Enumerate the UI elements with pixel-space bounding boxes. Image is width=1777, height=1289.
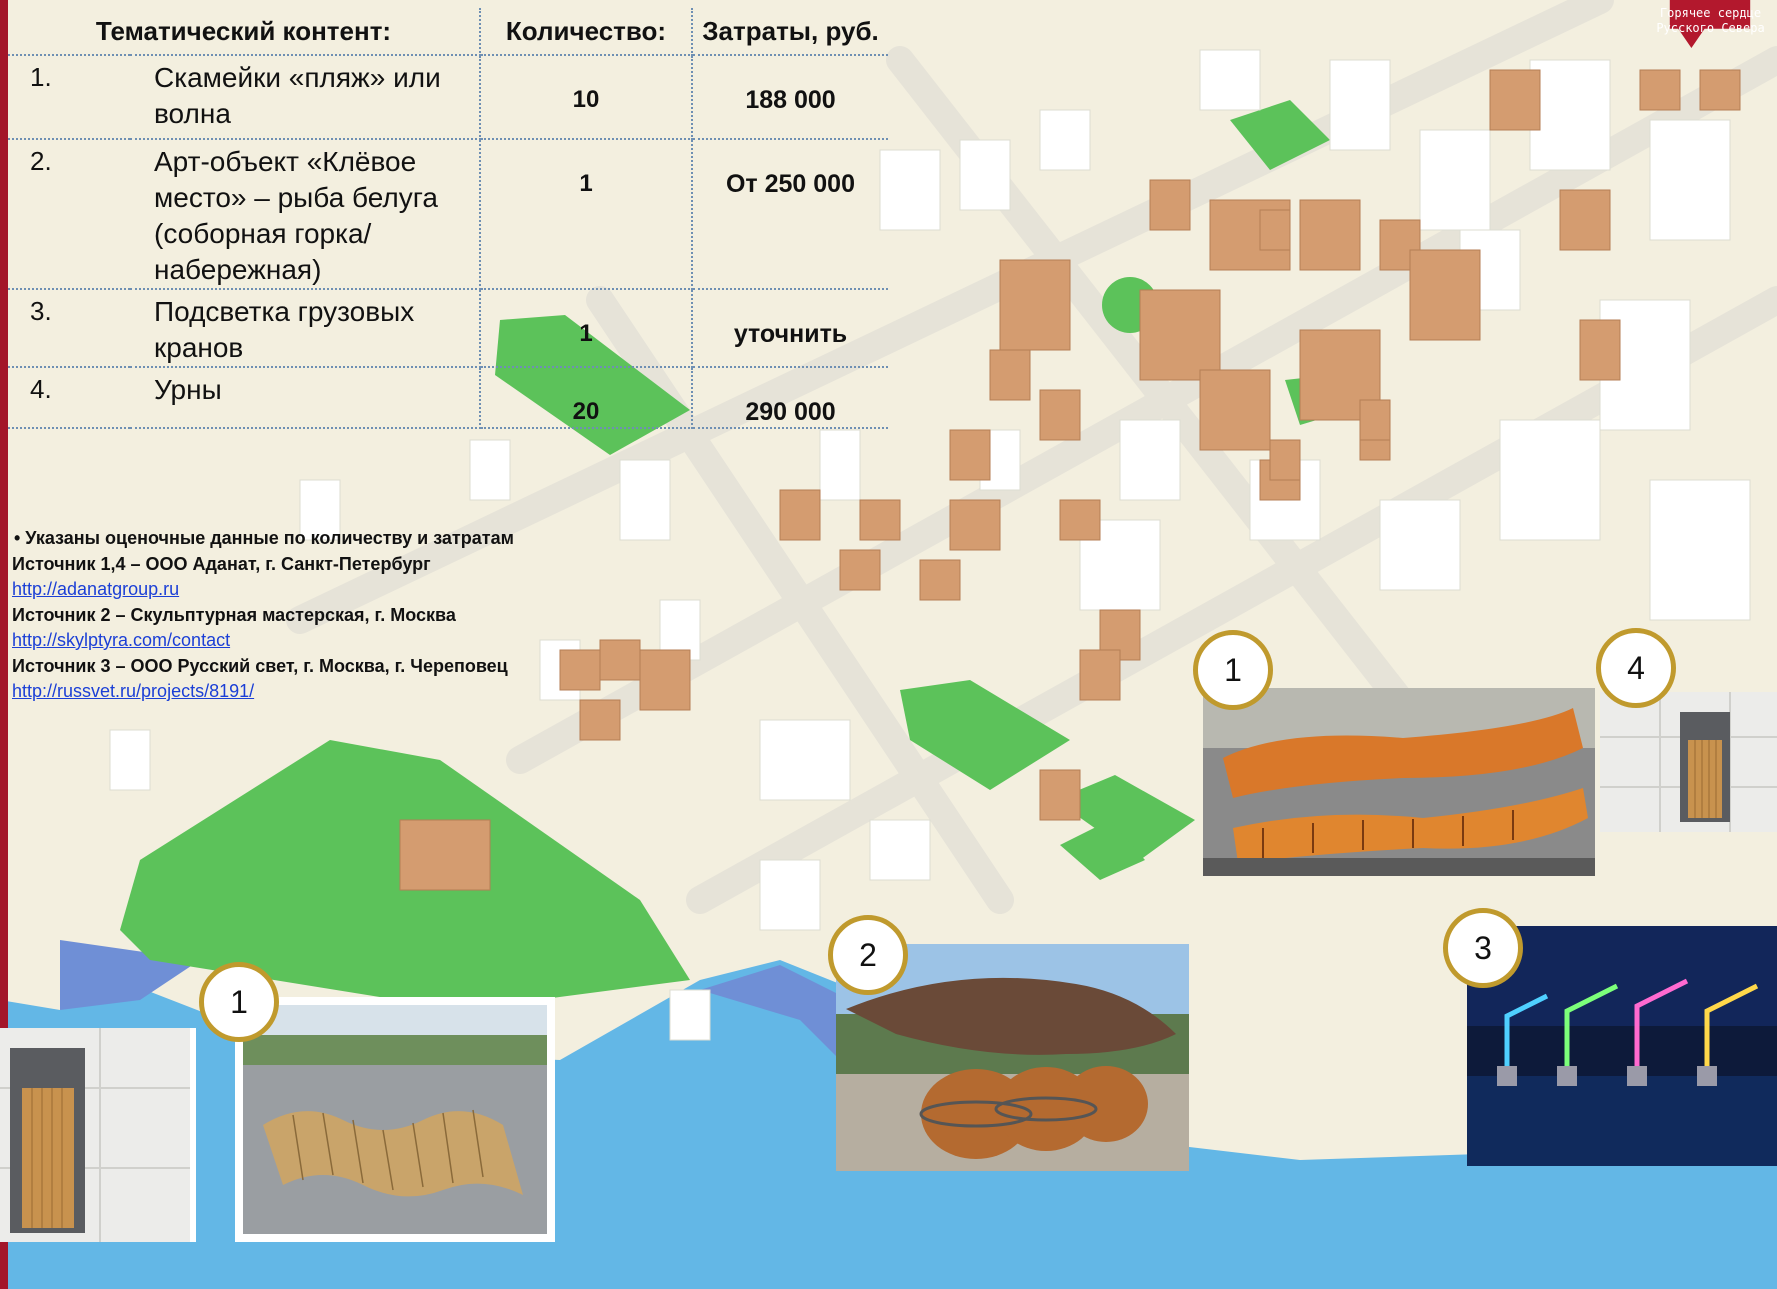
brand-line-2: Русского Севера	[1656, 21, 1765, 35]
row-name: Подсветка грузовых кранов	[130, 289, 481, 368]
row-quantity: 1	[480, 139, 693, 290]
row-name: Урны	[130, 367, 481, 429]
row-cost: 290 000	[692, 367, 888, 429]
row-name: Арт-объект «Клёвое место» – рыба белуга …	[130, 139, 481, 290]
row-number: 2.	[8, 139, 130, 290]
row-name: Скамейки «пляж» или волна	[130, 55, 481, 140]
wave-bench-photo-bottom	[235, 997, 555, 1242]
row-quantity: 20	[480, 367, 693, 429]
header-quantity: Количество:	[480, 8, 693, 56]
link-adanat[interactable]: http://adanatgroup.ru	[12, 579, 180, 599]
link-skylptyra[interactable]: http://skylptyra.com/contact	[12, 630, 231, 650]
row-cost: уточнить	[692, 289, 888, 368]
source-1-4: Источник 1,4 – ООО Аданат, г. Санкт-Пете…	[12, 553, 431, 574]
badge-bench-top: 1	[1193, 630, 1273, 710]
table-row: 4. Урны 20 290 000	[8, 367, 888, 429]
row-number: 1.	[8, 55, 130, 140]
table-row: 3. Подсветка грузовых кранов 1 уточнить	[8, 289, 888, 368]
beluga-sculpture-photo	[836, 944, 1189, 1171]
wave-bench-photo	[1203, 688, 1595, 876]
table-header-row: Тематический контент: Количество: Затрат…	[8, 8, 888, 56]
trash-bin-photo-left	[0, 1028, 196, 1242]
badge-bench-bottom: 1	[199, 962, 279, 1042]
row-number: 4.	[8, 367, 130, 429]
estimate-note: • Указаны оценочные данные по количеству…	[14, 528, 514, 548]
header-content: Тематический контент:	[8, 8, 481, 56]
row-number: 3.	[8, 289, 130, 368]
left-accent-bar	[0, 0, 8, 1289]
brand-logo	[1669, 0, 1751, 48]
trash-bin-photo-right	[1600, 692, 1777, 832]
badge-cranes: 3	[1443, 908, 1523, 988]
row-cost: 188 000	[692, 55, 888, 140]
brand-line-1: Горячее сердце	[1659, 6, 1762, 20]
badge-fish: 2	[828, 915, 908, 995]
brand-slogan: Горячее сердце Русского Севера	[1648, 6, 1773, 36]
table-row: 2. Арт-объект «Клёвое место» – рыба белу…	[8, 139, 888, 290]
source-3: Источник 3 – ООО Русский свет, г. Москва…	[12, 655, 508, 676]
header-cost: Затраты, руб.	[692, 8, 888, 56]
table-row: 1. Скамейки «пляж» или волна 10 188 000	[8, 55, 888, 140]
thematic-content-table: Тематический контент: Количество: Затрат…	[8, 8, 888, 429]
link-russvet[interactable]: http://russvet.ru/projects/8191/	[12, 681, 255, 701]
row-quantity: 10	[480, 55, 693, 140]
source-2: Источник 2 – Скульптурная мастерская, г.…	[12, 604, 456, 625]
row-quantity: 1	[480, 289, 693, 368]
sources-notes: • Указаны оценочные данные по количеству…	[12, 526, 514, 705]
row-cost: От 250 000	[692, 139, 888, 290]
badge-bin: 4	[1596, 628, 1676, 708]
